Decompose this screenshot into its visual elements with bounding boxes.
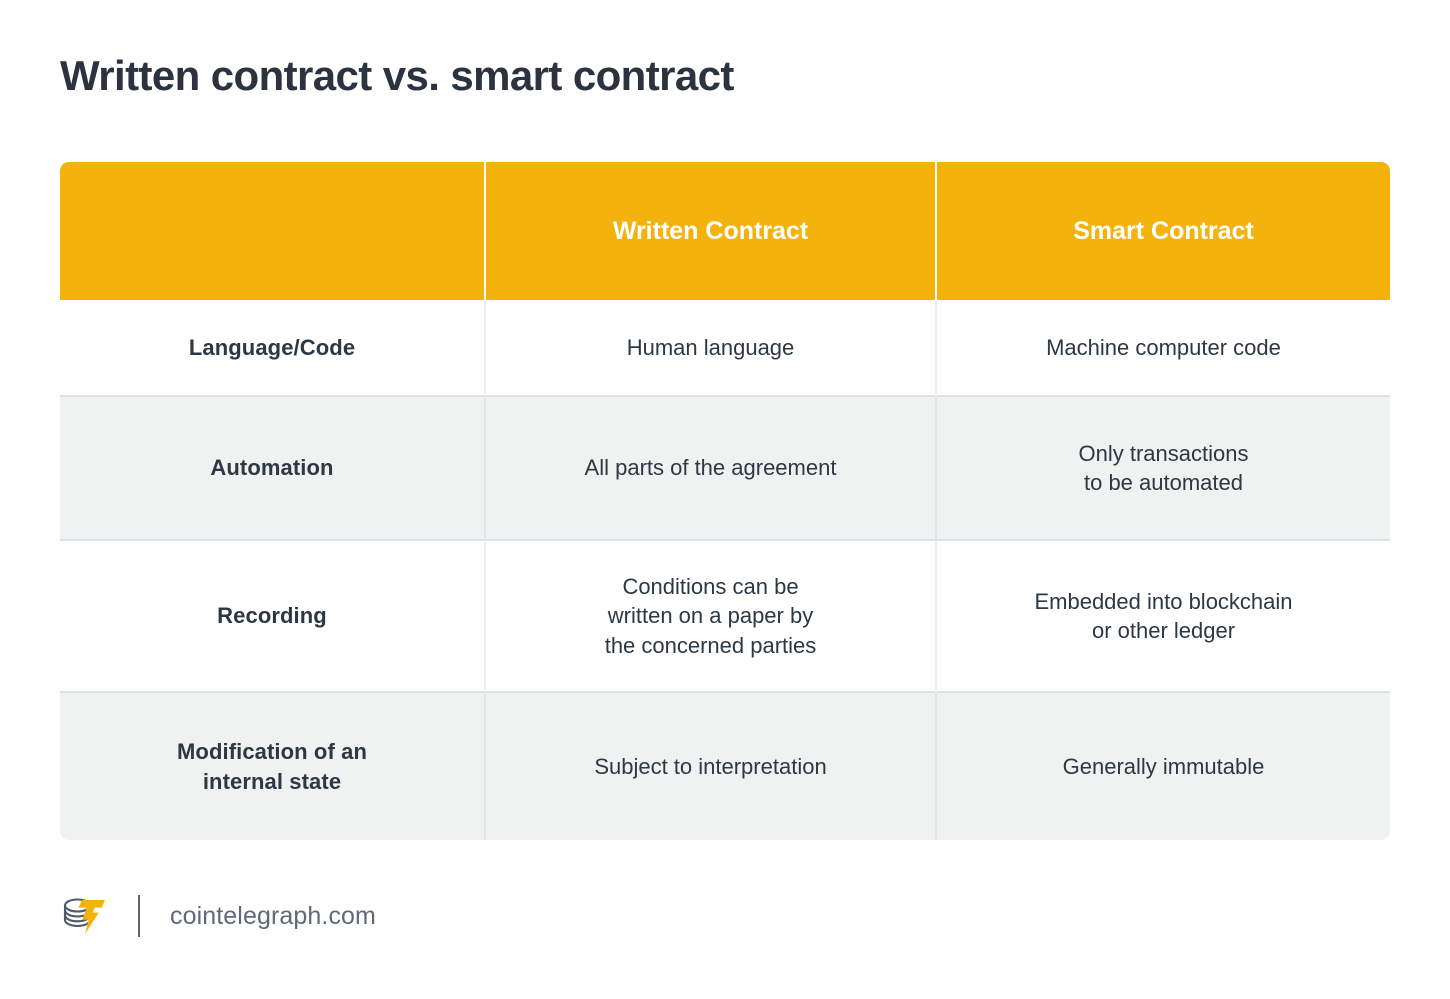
footer-site-label: cointelegraph.com <box>170 901 376 930</box>
footer: cointelegraph.com <box>60 888 376 944</box>
cell-written-language-code: Human language <box>485 300 937 396</box>
column-header-written-contract: Written Contract <box>485 162 937 300</box>
cell-written-automation: All parts of the agreement <box>485 395 937 540</box>
row-label-language-code: Language/Code <box>60 300 486 396</box>
table-row: Language/Code Human language Machine com… <box>60 300 1390 396</box>
table-row: Automation All parts of the agreement On… <box>60 395 1390 540</box>
cointelegraph-logo-icon <box>60 892 112 940</box>
cell-smart-modification: Generally immutable <box>936 691 1390 840</box>
cell-smart-language-code: Machine computer code <box>936 300 1390 396</box>
footer-divider <box>138 895 140 937</box>
table-header-row: Written Contract Smart Contract <box>60 162 1390 300</box>
row-label-recording: Recording <box>60 539 486 692</box>
cell-written-modification: Subject to interpretation <box>485 691 937 840</box>
page-title: Written contract vs. smart contract <box>60 52 734 99</box>
column-header-smart-contract: Smart Contract <box>936 162 1390 300</box>
table-header: Written Contract Smart Contract <box>60 162 1390 300</box>
table-body: Language/Code Human language Machine com… <box>60 300 1390 840</box>
row-label-automation: Automation <box>60 395 486 540</box>
comparison-table-container: Written Contract Smart Contract Language… <box>60 162 1390 840</box>
column-header-blank <box>60 162 486 300</box>
comparison-table: Written Contract Smart Contract Language… <box>60 162 1390 840</box>
